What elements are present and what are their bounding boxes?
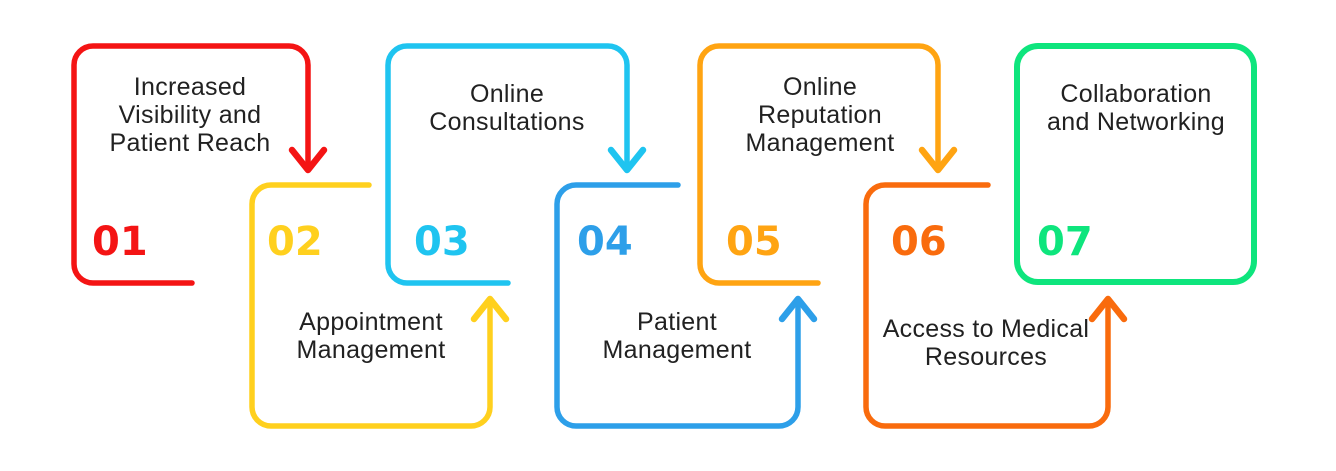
- item-01-number: 01: [92, 219, 148, 265]
- item-01-outline: [71, 43, 311, 286]
- item-04-outline: [554, 182, 801, 429]
- item-04-number: 04: [577, 219, 633, 265]
- item-07-label: Collaboration and Networking: [1047, 80, 1225, 136]
- item-07-number: 07: [1037, 219, 1093, 265]
- item-05-label: Online Reputation Management: [745, 73, 895, 157]
- item-03-outline: [385, 43, 630, 286]
- item-03-number: 03: [414, 219, 470, 265]
- item-02-arrow-up-icon: [470, 295, 510, 323]
- item-07-outline: [1014, 43, 1257, 285]
- item-04-arrow-up-icon: [778, 295, 818, 323]
- item-03-arrow-down-icon: [607, 146, 647, 174]
- item-04-label: Patient Management: [602, 308, 752, 364]
- item-05-arrow-down-icon: [918, 146, 958, 174]
- item-02-number: 02: [267, 219, 323, 265]
- item-06-label: Access to Medical Resources: [882, 315, 1090, 371]
- item-02-label: Appointment Management: [296, 308, 446, 364]
- item-02-outline: [249, 182, 493, 429]
- item-01-arrow-down-icon: [288, 146, 328, 174]
- item-01-label: Increased Visibility and Patient Reach: [109, 73, 271, 157]
- item-03-label: Online Consultations: [429, 80, 585, 136]
- item-05-number: 05: [726, 219, 782, 265]
- item-06-arrow-up-icon: [1088, 295, 1128, 323]
- item-05-outline: [697, 43, 941, 286]
- item-06-outline: [863, 182, 1111, 429]
- item-06-number: 06: [891, 219, 947, 265]
